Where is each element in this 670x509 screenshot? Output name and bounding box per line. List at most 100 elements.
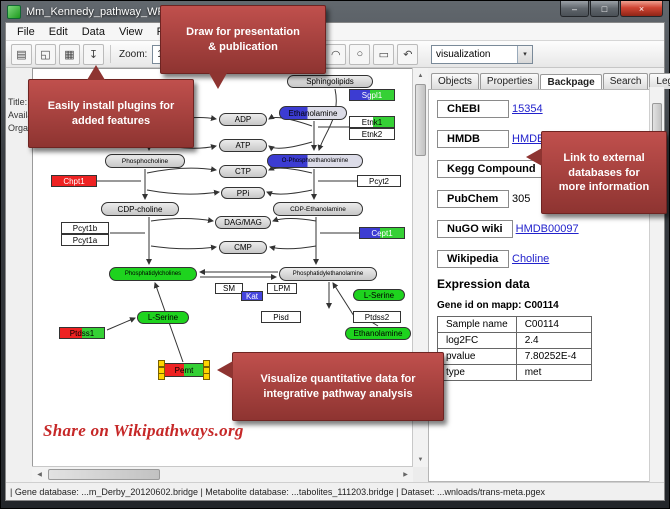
scrollbar-thumb[interactable]	[48, 469, 160, 480]
side-panel-label: Organis	[8, 123, 32, 133]
tab-bar: ObjectsPropertiesBackpageSearchLegend	[428, 68, 670, 90]
pathway-node-etnk1[interactable]: Etnk1	[349, 116, 395, 128]
toolbar: ▤◱▦↧ Zoom: 100% ▾ ↖A╲→◠○▭↶ visualization…	[6, 41, 664, 68]
tab-properties[interactable]: Properties	[479, 73, 540, 89]
pathway-node-kat[interactable]: Kat	[241, 291, 263, 301]
db-header: Wikipedia	[437, 250, 509, 268]
pathway-node-cept1[interactable]: Cept1	[359, 227, 405, 239]
pathway-node-pcyt2[interactable]: Pcyt2	[357, 175, 401, 187]
pathway-node-sphingolipids[interactable]: Sphingolipids	[287, 75, 373, 88]
pathway-node-adp[interactable]: ADP	[219, 113, 267, 126]
pathway-node-cdp-choline[interactable]: CDP-choline	[101, 202, 179, 216]
table-cell: 2.4	[515, 332, 592, 349]
arc-tool-icon[interactable]: ◠	[325, 43, 347, 65]
pathway-node-ppi[interactable]: PPi	[221, 187, 265, 199]
toolbar-separator	[110, 45, 111, 63]
open-file-icon[interactable]: ◱	[35, 43, 56, 65]
callout-arrow-icon	[209, 73, 227, 90]
pathway-node-cmp[interactable]: CMP	[219, 241, 267, 254]
table-cell: 7.80252E-4	[515, 348, 592, 365]
menu-data[interactable]: Data	[81, 25, 105, 38]
db-header: PubChem	[437, 190, 509, 208]
maximize-button[interactable]: □	[590, 1, 619, 17]
callout-visualize-data: Visualize quantitative data for integrat…	[217, 352, 444, 422]
selection-handle[interactable]	[158, 367, 165, 374]
scroll-down-icon[interactable]: ▼	[417, 456, 424, 463]
pathway-node-cdp-ethanolamine[interactable]: CDP-Ethanolamine	[273, 202, 363, 216]
pathway-node-lpm[interactable]: LPM	[267, 283, 297, 294]
canvas-horizontal-scrollbar[interactable]: ◀ ▶	[32, 466, 413, 482]
pathway-node-dag-mag[interactable]: DAG/MAG	[215, 216, 271, 229]
new-file-icon[interactable]: ▤	[11, 43, 32, 65]
tab-search[interactable]: Search	[602, 73, 649, 89]
menu-edit[interactable]: Edit	[48, 25, 68, 38]
pathway-node-ethanolamine[interactable]: Ethanolamine	[345, 327, 411, 340]
table-cell: pvalue	[437, 348, 517, 365]
selection-handle[interactable]	[158, 373, 165, 380]
pathway-node-o-phosphoethanolamine[interactable]: O-Phosphoethanolamine	[267, 154, 363, 168]
scrollbar-thumb[interactable]	[415, 84, 426, 156]
pathway-node-phosphatidylethanolamine[interactable]: Phosphatidylethanolamine	[279, 267, 377, 281]
save-file-icon[interactable]: ▦	[59, 43, 80, 65]
selection-handle[interactable]	[203, 360, 210, 367]
tab-legend[interactable]: Legend	[649, 73, 670, 89]
pathway-node-sgpl1[interactable]: Sgpl1	[349, 89, 395, 101]
status-bar: | Gene database: ...m_Derby_20120602.bri…	[6, 482, 664, 500]
pathway-node-pcyt1a[interactable]: Pcyt1a	[61, 234, 109, 246]
pathway-node-phosphatidylcholines[interactable]: Phosphatidylcholines	[109, 267, 197, 281]
db-value: 305	[512, 193, 531, 205]
expression-data-title: Expression data	[437, 277, 530, 291]
pathway-node-pcyt1b[interactable]: Pcyt1b	[61, 222, 109, 234]
visualization-combobox[interactable]: visualization ▾	[431, 44, 533, 64]
callout-text: Visualize quantitative data for integrat…	[260, 373, 416, 400]
tab-backpage[interactable]: Backpage	[540, 74, 602, 90]
chevron-down-icon[interactable]: ▾	[517, 45, 532, 63]
ellipse-tool-icon[interactable]: ○	[349, 43, 371, 65]
scroll-up-icon[interactable]: ▲	[417, 72, 424, 79]
toolbar-file-group: ▤◱▦↧	[11, 43, 104, 65]
db-link[interactable]: Choline	[512, 253, 550, 265]
pathway-node-ethanolamine[interactable]: Ethanolamine	[279, 106, 347, 120]
selection-handle[interactable]	[203, 367, 210, 374]
pathway-node-pisd[interactable]: Pisd	[261, 311, 301, 323]
pathway-node-ptdss1[interactable]: Ptdss1	[59, 327, 105, 339]
menu-file[interactable]: File	[17, 25, 35, 38]
table-cell: type	[437, 364, 517, 381]
pathway-node-ptdss2[interactable]: Ptdss2	[353, 311, 401, 323]
pathway-node-ctp[interactable]: CTP	[219, 165, 267, 178]
side-panel-label: Availab	[8, 110, 32, 120]
callout-install-plugins: Easily install plugins for added feature…	[28, 65, 194, 149]
pathway-node-etnk2[interactable]: Etnk2	[349, 128, 395, 140]
pathway-node-l-serine[interactable]: L-Serine	[353, 289, 405, 301]
pathway-node-atp[interactable]: ATP	[219, 139, 267, 152]
undo-icon[interactable]: ↶	[397, 43, 419, 65]
rectangle-tool-icon[interactable]: ▭	[373, 43, 395, 65]
callout-arrow-icon	[87, 65, 105, 80]
pathway-node-phosphocholine[interactable]: Phosphocholine	[105, 154, 185, 168]
db-link[interactable]: HMDB00097	[515, 223, 579, 235]
title-bar: Mm_Kennedy_pathway_WP1771_45176.gp – □ ×	[1, 1, 669, 22]
selection-handle[interactable]	[158, 360, 165, 367]
scroll-left-icon[interactable]: ◀	[37, 472, 42, 478]
callout-text: Easily install plugins for added feature…	[47, 100, 175, 127]
pathway-node-sm[interactable]: SM	[215, 283, 243, 294]
left-strip: Title:AvailabOrganis	[6, 68, 32, 482]
scroll-right-icon[interactable]: ▶	[403, 472, 408, 478]
close-button[interactable]: ×	[620, 1, 663, 17]
selection-handle[interactable]	[203, 373, 210, 380]
pathway-node-l-serine[interactable]: L-Serine	[137, 311, 189, 324]
minimize-button[interactable]: –	[560, 1, 589, 17]
scrollbar-corner	[413, 467, 428, 482]
menu-view[interactable]: View	[118, 25, 143, 38]
tab-objects[interactable]: Objects	[431, 73, 479, 89]
pathway-node-chpt1[interactable]: Chpt1	[51, 175, 97, 187]
callout-arrow-icon	[526, 148, 542, 166]
import-icon[interactable]: ↧	[83, 43, 104, 65]
pathway-node-pemt[interactable]: Pemt	[158, 360, 210, 380]
db-link[interactable]: 15354	[512, 103, 543, 115]
